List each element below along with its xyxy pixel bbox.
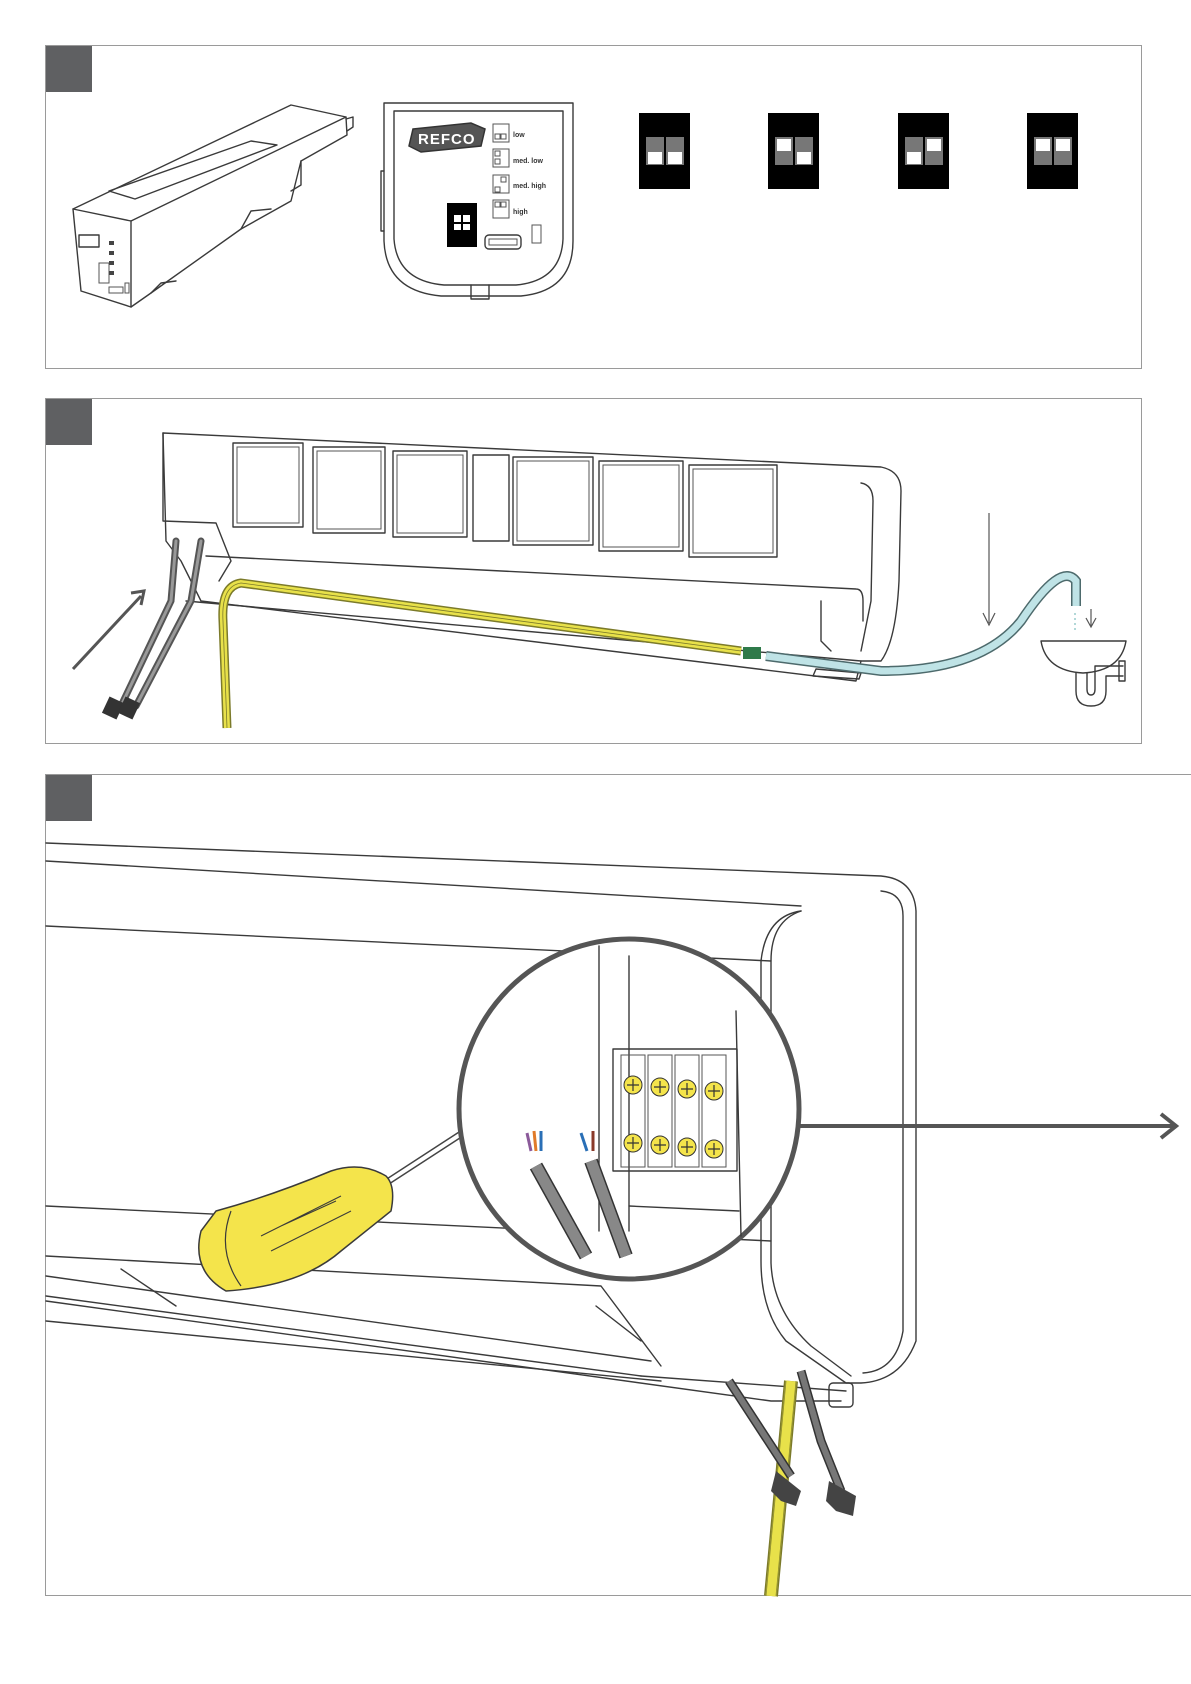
step-2-panel [45,398,1142,744]
step-2-illustration [46,399,1143,745]
step-1-panel: REFCO low med. low med. high high [45,45,1142,369]
speed-indicators: low med. low med. high high [493,124,546,218]
dip-switch-med-high [898,113,949,189]
svg-text:REFCO: REFCO [418,131,476,148]
right-arrow-icon [799,1114,1176,1138]
dip-switch-med-low [768,113,819,189]
insert-arrow-icon [73,591,144,669]
screwdriver-icon [199,1113,487,1291]
speed-label-med-high: med. high [513,183,546,190]
step-3-illustration [46,775,1191,1597]
dip-switch-low [639,113,690,189]
unit-back-drawing [163,433,901,681]
refco-logo: REFCO [409,123,485,152]
down-arrow-icon [983,513,1096,627]
control-face-drawing: REFCO low med. low med. high high [381,103,573,299]
mounting-windows [233,443,777,557]
signal-cable [223,583,741,728]
speed-label-high: high [513,209,528,216]
step-3-panel [45,774,1191,1596]
dip-switch-high [1027,113,1078,189]
detail-magnifier [459,939,799,1279]
sink-trap-drawing [1041,641,1126,706]
speed-label-low: low [513,132,525,139]
dip-switch-settings [639,113,1078,189]
step-1-illustration: REFCO low med. low med. high high [46,46,1143,370]
drain-pipe [743,576,1076,671]
power-cables [102,541,201,720]
speed-label-med-low: med. low [513,158,544,165]
pump-unit-drawing [73,105,353,307]
